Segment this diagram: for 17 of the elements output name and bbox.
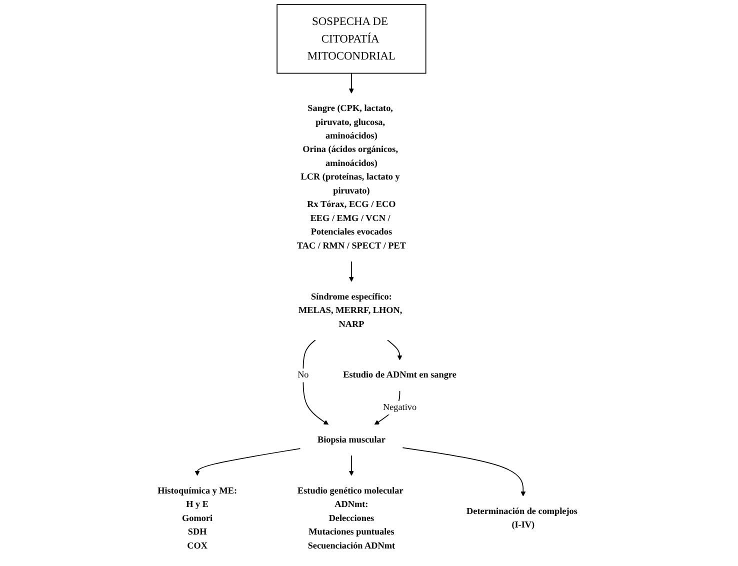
arrow [348, 72, 354, 94]
arrow [348, 261, 354, 282]
node-text: Estudio de ADNmt en sangre [343, 370, 456, 380]
node-text: Sangre (CPK, lactato, piruvato, glucosa, aminoácidos) Orina (ácidos orgánicos, aminoácidos) LCR (proteínas, lactato y piruvato) Rx Tórax, ECG / ECO EEG / EMG / VCN / Potenciales evocados TAC / RMN / SPECT / PET [296, 104, 406, 251]
node-text: Síndrome específico: MELAS, MERRF, LHON, NARP [298, 292, 402, 330]
node-text: Determinación de complejos (I-IV) [466, 506, 578, 530]
arrow [302, 340, 329, 425]
node-text: Estudio genético molecular ADNmt: Delecciones Mutaciones puntuales Secuenciación ADNmt [297, 486, 404, 551]
node-text: Biopsia muscular [317, 434, 386, 445]
arrow [348, 455, 354, 476]
node-text: Histoquímica y ME: H y E Gomori SDH COX [158, 486, 237, 551]
arrow [402, 447, 526, 496]
arrow [386, 340, 402, 360]
edge-label: Negativo [382, 402, 417, 412]
edge-label: No [298, 370, 309, 380]
arrow [194, 448, 301, 476]
node-box: SOSPECHA DE CITOPATÍA MITOCONDRIAL [276, 4, 426, 74]
